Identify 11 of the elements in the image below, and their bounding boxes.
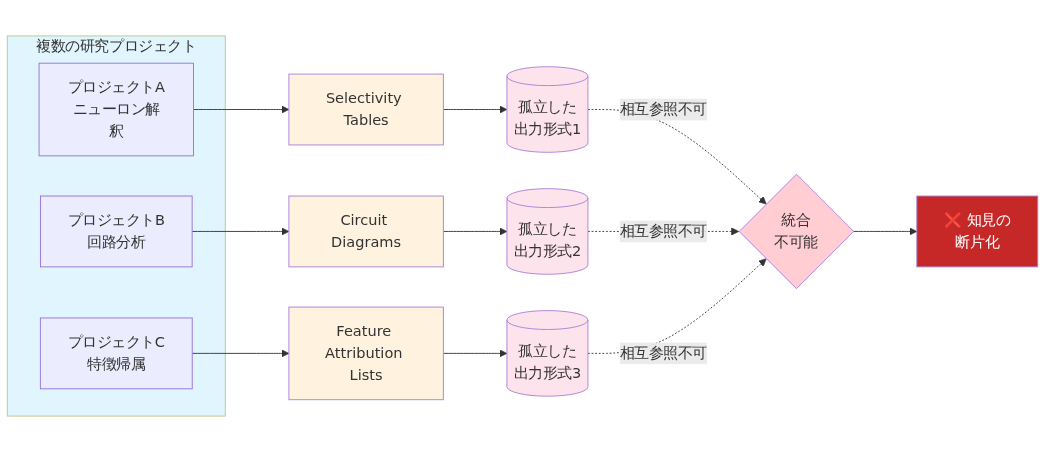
node-diamond: 統合 不可能 — [738, 173, 855, 290]
edge-label: 相互参照不可 — [619, 100, 707, 118]
node-box: プロジェクトC 特徴帰属 — [39, 317, 193, 390]
edge-label: 相互参照不可 — [619, 344, 707, 362]
node-box: プロジェクトB 回路分析 — [39, 195, 193, 268]
node-box: Feature Attribution Lists — [288, 306, 444, 401]
node-box: Circuit Diagrams — [288, 195, 444, 268]
node-box: Selectivity Tables — [288, 73, 444, 146]
node-box: プロジェクトA ニューロン解釈 — [38, 62, 194, 157]
node-box: ❌ 知見の 断片化 — [916, 195, 1039, 268]
edge-label: 相互参照不可 — [619, 222, 707, 240]
